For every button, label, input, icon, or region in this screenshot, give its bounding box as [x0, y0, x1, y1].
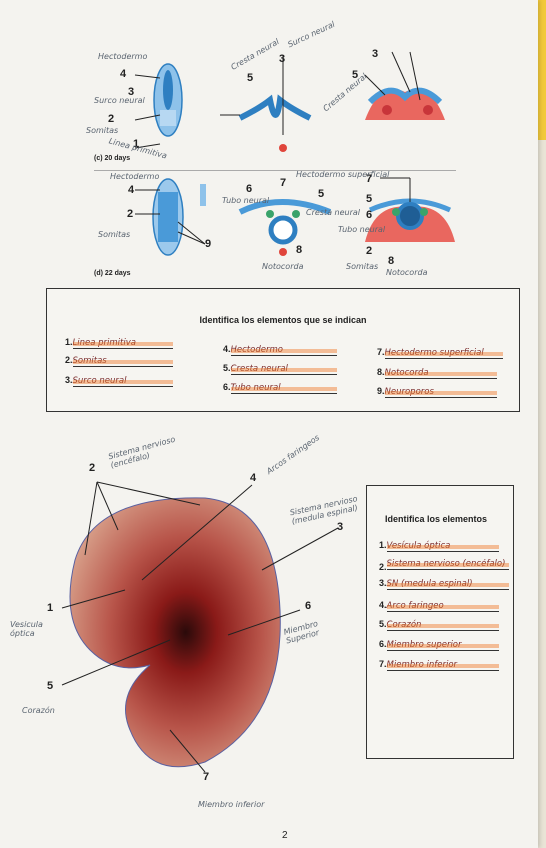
hw-somitas-d2: Somitas: [346, 262, 379, 271]
answer2-row-6: 6.Miembro superior: [379, 639, 499, 651]
embryo-label-1: 1: [47, 602, 54, 614]
answer-7[interactable]: Hectodermo superficial: [384, 348, 503, 359]
diag-d-label-9: 9: [205, 238, 212, 250]
answer-3[interactable]: Surco neural: [72, 376, 173, 387]
embryo-label-7: 7: [203, 771, 210, 783]
answer2-4[interactable]: Arco faringeo: [386, 601, 499, 612]
answer-row-4: 4.Hectodermo: [223, 344, 337, 356]
answer2-5[interactable]: Corazón: [386, 620, 499, 631]
diag-d-label-6: 6: [246, 183, 253, 195]
hw-somitas-c: Somitas: [86, 126, 119, 135]
diag-d-label-7b: 7: [366, 173, 373, 185]
hw-notocorda-d2: Notocorda: [386, 268, 428, 277]
embryo-label-3: 3: [337, 521, 344, 533]
hw-surco-neural-c: Surco neural: [94, 96, 145, 105]
hw-tubo-neural-d2: Tubo neural: [338, 225, 386, 234]
diag-d-label-2: 2: [127, 208, 134, 220]
answer2-6[interactable]: Miembro superior: [386, 640, 499, 651]
answer-row-8: 8.Notocorda: [377, 367, 497, 379]
hw-corazon: Corazón: [22, 706, 55, 715]
answer2-row-1: 1.Vesícula óptica: [379, 540, 499, 552]
hw-cresta-neural-d: Cresta neural: [306, 208, 361, 217]
answer-8[interactable]: Notocorda: [384, 368, 497, 379]
caption-c: (c) 20 days: [94, 155, 131, 162]
answer-2[interactable]: Somitas: [72, 356, 173, 367]
hw-miembro-inferior: Miembro inferior: [198, 800, 265, 809]
embryo-label-4: 4: [250, 472, 257, 484]
answer2-row-4: 4.Arco faringeo: [379, 600, 499, 612]
diag-c-label-5: 5: [247, 72, 254, 84]
embryo-leader-lines: [61, 481, 339, 773]
diag-d-label-5b: 5: [366, 193, 373, 205]
hw-tubo-neural-d: Tubo neural: [222, 196, 270, 205]
diag-d-label-7: 7: [280, 177, 287, 189]
hw-somitas-d: Somitas: [98, 230, 131, 239]
diag-d-label-8: 8: [296, 244, 303, 256]
exercise-2-box: Identifica los elementos 1.Vesícula ópti…: [366, 485, 514, 759]
answer2-row-2: 2.Sistema nervioso (encéfalo): [379, 559, 509, 572]
embryo-label-2: 2: [89, 462, 96, 474]
answer-6[interactable]: Tubo neural: [230, 383, 337, 394]
embryo-photo: [69, 497, 281, 768]
caption-d: (d) 22 days: [94, 270, 131, 277]
diagram-c-illustration: [134, 51, 445, 152]
diag-c-label-4: 4: [120, 68, 127, 80]
answer2-row-7: 7.Miembro inferior: [379, 659, 499, 671]
answer2-2[interactable]: Sistema nervioso (encéfalo): [386, 559, 509, 570]
answer-row-5: 5.Cresta neural: [223, 363, 337, 375]
answer-row-7: 7.Hectodermo superficial: [377, 347, 503, 359]
diag-c-label-1: 1: [133, 138, 140, 150]
answer2-1[interactable]: Vesícula óptica: [386, 541, 499, 552]
answer2-3[interactable]: SN (medula espinal): [386, 579, 509, 590]
hw-vesicula: Vesicula óptica: [10, 620, 43, 638]
diagram-d-illustration: [135, 177, 455, 256]
exercise-1-title: Identifica los elementos que se indican: [199, 315, 367, 325]
answer-1[interactable]: Linea primitiva: [72, 338, 173, 349]
answer2-row-3: 3.SN (medula espinal): [379, 578, 509, 590]
answer-row-1: 1.Linea primitiva: [65, 337, 173, 349]
diag-d-label-6b: 6: [366, 209, 373, 221]
diag-d-label-5: 5: [318, 188, 325, 200]
answer-4[interactable]: Hectodermo: [230, 345, 337, 356]
diag-c-label-3b: 3: [279, 53, 286, 65]
answer2-row-5: 5.Corazón: [379, 619, 499, 631]
diag-d-label-2b: 2: [366, 245, 373, 257]
answer-row-3: 3.Surco neural: [65, 375, 173, 387]
exercise-1-box: Identifica los elementos que se indican …: [46, 288, 520, 412]
hw-hectodermo-sup-d: Hectodermo superficial: [296, 170, 390, 179]
answer-row-9: 9.Neuroporos: [377, 386, 497, 398]
diag-d-label-8b: 8: [388, 255, 395, 267]
hw-notocorda-d: Notocorda: [262, 262, 304, 271]
answer-9[interactable]: Neuroporos: [384, 387, 497, 398]
diag-c-label-5b: 5: [352, 69, 359, 81]
divider: [94, 170, 456, 171]
embryo-label-5: 5: [47, 680, 54, 692]
answer-5[interactable]: Cresta neural: [230, 364, 337, 375]
diag-c-label-3: 3: [128, 86, 135, 98]
diag-d-label-4: 4: [128, 184, 135, 196]
diag-c-label-2: 2: [108, 113, 115, 125]
page-number: 2: [282, 830, 288, 841]
hw-hectodermo-d: Hectodermo: [110, 172, 160, 181]
answer2-7[interactable]: Miembro inferior: [386, 660, 499, 671]
embryo-label-6: 6: [305, 600, 312, 612]
hw-hectodermo-c: Hectodermo: [98, 52, 148, 61]
exercise-2-title: Identifica los elementos: [385, 514, 488, 524]
answer-row-6: 6.Tubo neural: [223, 382, 337, 394]
diag-c-label-3c: 3: [372, 48, 379, 60]
answer-row-2: 2.Somitas: [65, 355, 173, 367]
